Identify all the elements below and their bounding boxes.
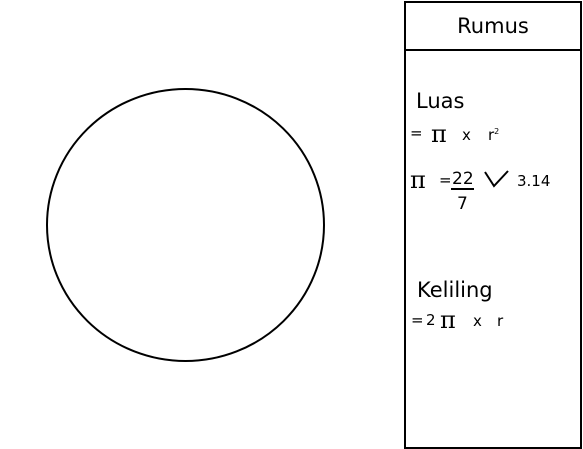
fraction-numerator: 22 (452, 169, 474, 189)
fraction-denominator: 7 (457, 194, 468, 214)
panel-title: Rumus (457, 14, 529, 38)
keliling-eq-sign: = (411, 311, 424, 329)
pi-decimal: 3.14 (517, 172, 551, 190)
keliling-heading: Keliling (417, 278, 493, 302)
keliling-r: r (497, 312, 504, 330)
formula-panel: Rumus Luas = π x r2 π = 22 7 3.14 Kelili… (404, 1, 582, 449)
luas-eq-sign: = (410, 124, 423, 142)
fraction-line (451, 188, 474, 190)
keliling-two: 2 (426, 311, 436, 329)
luas-exponent: 2 (494, 127, 500, 136)
luas-pi-symbol: π (431, 120, 447, 148)
luas-heading: Luas (416, 89, 465, 113)
pi-eq-sign: = (439, 171, 452, 189)
pi-symbol: π (410, 166, 426, 194)
keliling-times: x (473, 312, 482, 330)
luas-r: r2 (488, 126, 500, 144)
or-check-icon (484, 170, 509, 188)
panel-header: Rumus (406, 3, 580, 51)
keliling-pi-symbol: π (440, 306, 456, 334)
circle-shape (45, 87, 326, 363)
luas-times: x (462, 126, 471, 144)
